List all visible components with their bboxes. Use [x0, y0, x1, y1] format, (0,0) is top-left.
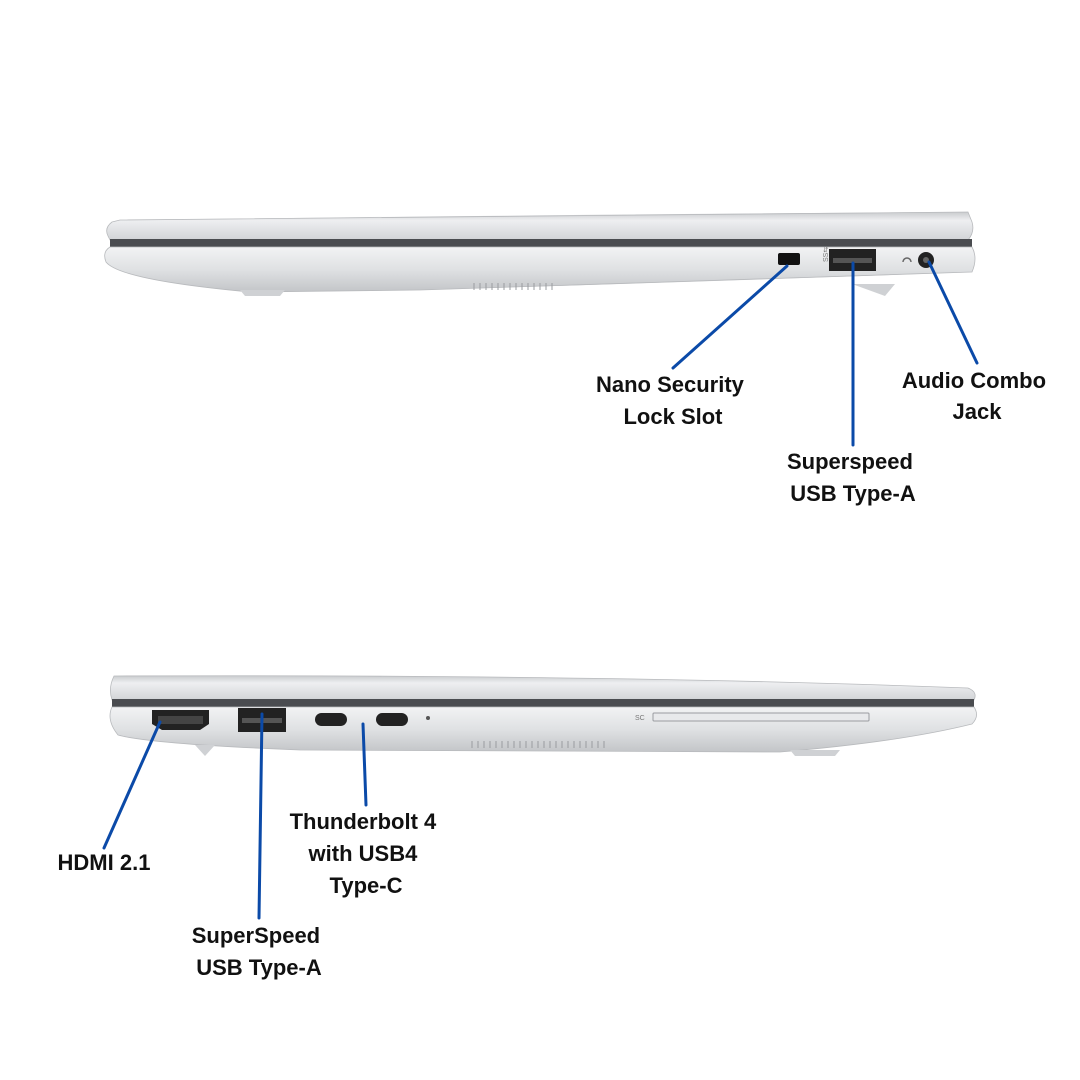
ss-usb-icon: SS⇆: [823, 247, 830, 262]
label-lock-slot: Nano Security Lock Slot: [596, 372, 750, 429]
security-lock-slot: [778, 253, 800, 265]
callout-line-lock: [671, 264, 789, 370]
callout-line-usb-a: [257, 712, 264, 920]
sd-card-slot: [652, 712, 870, 722]
label-hdmi: HDMI 2.1: [58, 850, 151, 875]
laptop-left-side-view: SC: [109, 675, 977, 756]
callout-line-thunderbolt: [361, 722, 368, 807]
callout-lines-top: [671, 260, 979, 447]
headphone-icon: [902, 257, 912, 263]
label-audio-jack: Audio Combo Jack: [902, 368, 1052, 424]
status-led: [426, 716, 430, 720]
thunderbolt-port-2: [376, 713, 408, 726]
vent-grille: [471, 741, 605, 748]
label-thunderbolt: Thunderbolt 4 with USB4 Type-C: [290, 809, 443, 898]
vent-grille: [473, 283, 553, 290]
label-usb-a-top: Superspeed USB Type-A: [787, 449, 919, 506]
callout-line-audio: [927, 260, 979, 365]
thunderbolt-port-1: [315, 713, 347, 726]
callout-lines-bottom: [102, 712, 368, 920]
sd-slot-mark: SC: [635, 715, 645, 722]
callout-line-hdmi: [102, 720, 162, 850]
usb-a-port: [829, 249, 876, 271]
label-usb-a-bottom: SuperSpeed USB Type-A: [192, 923, 327, 980]
laptop-right-side-view: SS⇆: [104, 211, 976, 296]
